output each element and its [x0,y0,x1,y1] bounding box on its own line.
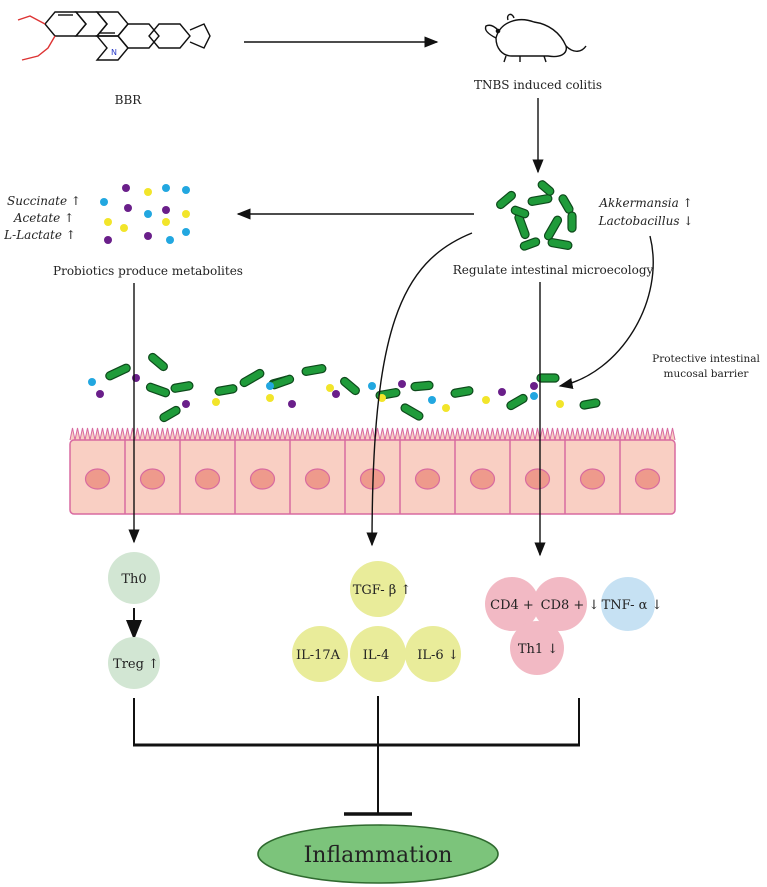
inflammation-ellipse [257,824,499,884]
il6-bubble [405,626,461,682]
treg-bubble [108,637,160,689]
lactobacillus-change: Lactobacillus ↓ [598,214,694,228]
bbr-structure-icon [17,11,211,61]
convergence-bracket [133,696,580,813]
cd8-label: CD8 + ↓ [541,598,600,613]
il4-label: IL-4 [363,648,389,663]
bacteria-cluster-icon [496,180,577,251]
lactate-change: L-Lactate ↑ [3,228,76,242]
th0-bubble [108,552,160,604]
tgfb-label: TGF- β ↑ [353,583,412,598]
il4-bubble [350,626,406,682]
inflammation-label: Inflammation [304,843,453,868]
arrow-microbiota-to-cytokines [366,232,473,547]
metabolite-dots-icon [100,184,190,244]
bbr-label: BBR [115,93,143,107]
il17a-bubble [292,626,348,682]
akkermansia-change: Akkermansia ↑ [598,196,692,210]
th0-label: Th0 [121,572,146,587]
cd4-bubble [485,577,539,631]
barrier-label-line2: mucosal barrier [664,368,750,380]
barrier-label-line1: Protective intestinal [652,353,760,365]
th1-label: Th1 ↓ [518,642,558,657]
treg-label: Treg ↑ [113,657,159,672]
tgfb-bubble [350,561,406,617]
mouse-icon [484,13,587,63]
model-label: TNBS induced colitis [474,78,602,92]
metabolites-label: Probiotics produce metabolites [53,264,243,278]
microbiota-label: Regulate intestinal microecology [453,263,654,277]
luminal-contents-icon [88,352,601,423]
tnfa-label: TNF- α ↓ [602,598,663,613]
tnfa-bubble [601,577,655,631]
th1-bubble [510,621,564,675]
acetate-change: Acetate ↑ [13,211,74,225]
il6-label: IL-6 ↓ [417,648,458,663]
cd8-bubble [533,577,587,631]
il17a-label: IL-17A [296,648,341,663]
succinate-change: Succinate ↑ [7,194,81,208]
svg-text:N: N [111,48,117,57]
arrow-to-barrier [558,235,654,390]
cd4-label: CD4 + [490,598,534,613]
